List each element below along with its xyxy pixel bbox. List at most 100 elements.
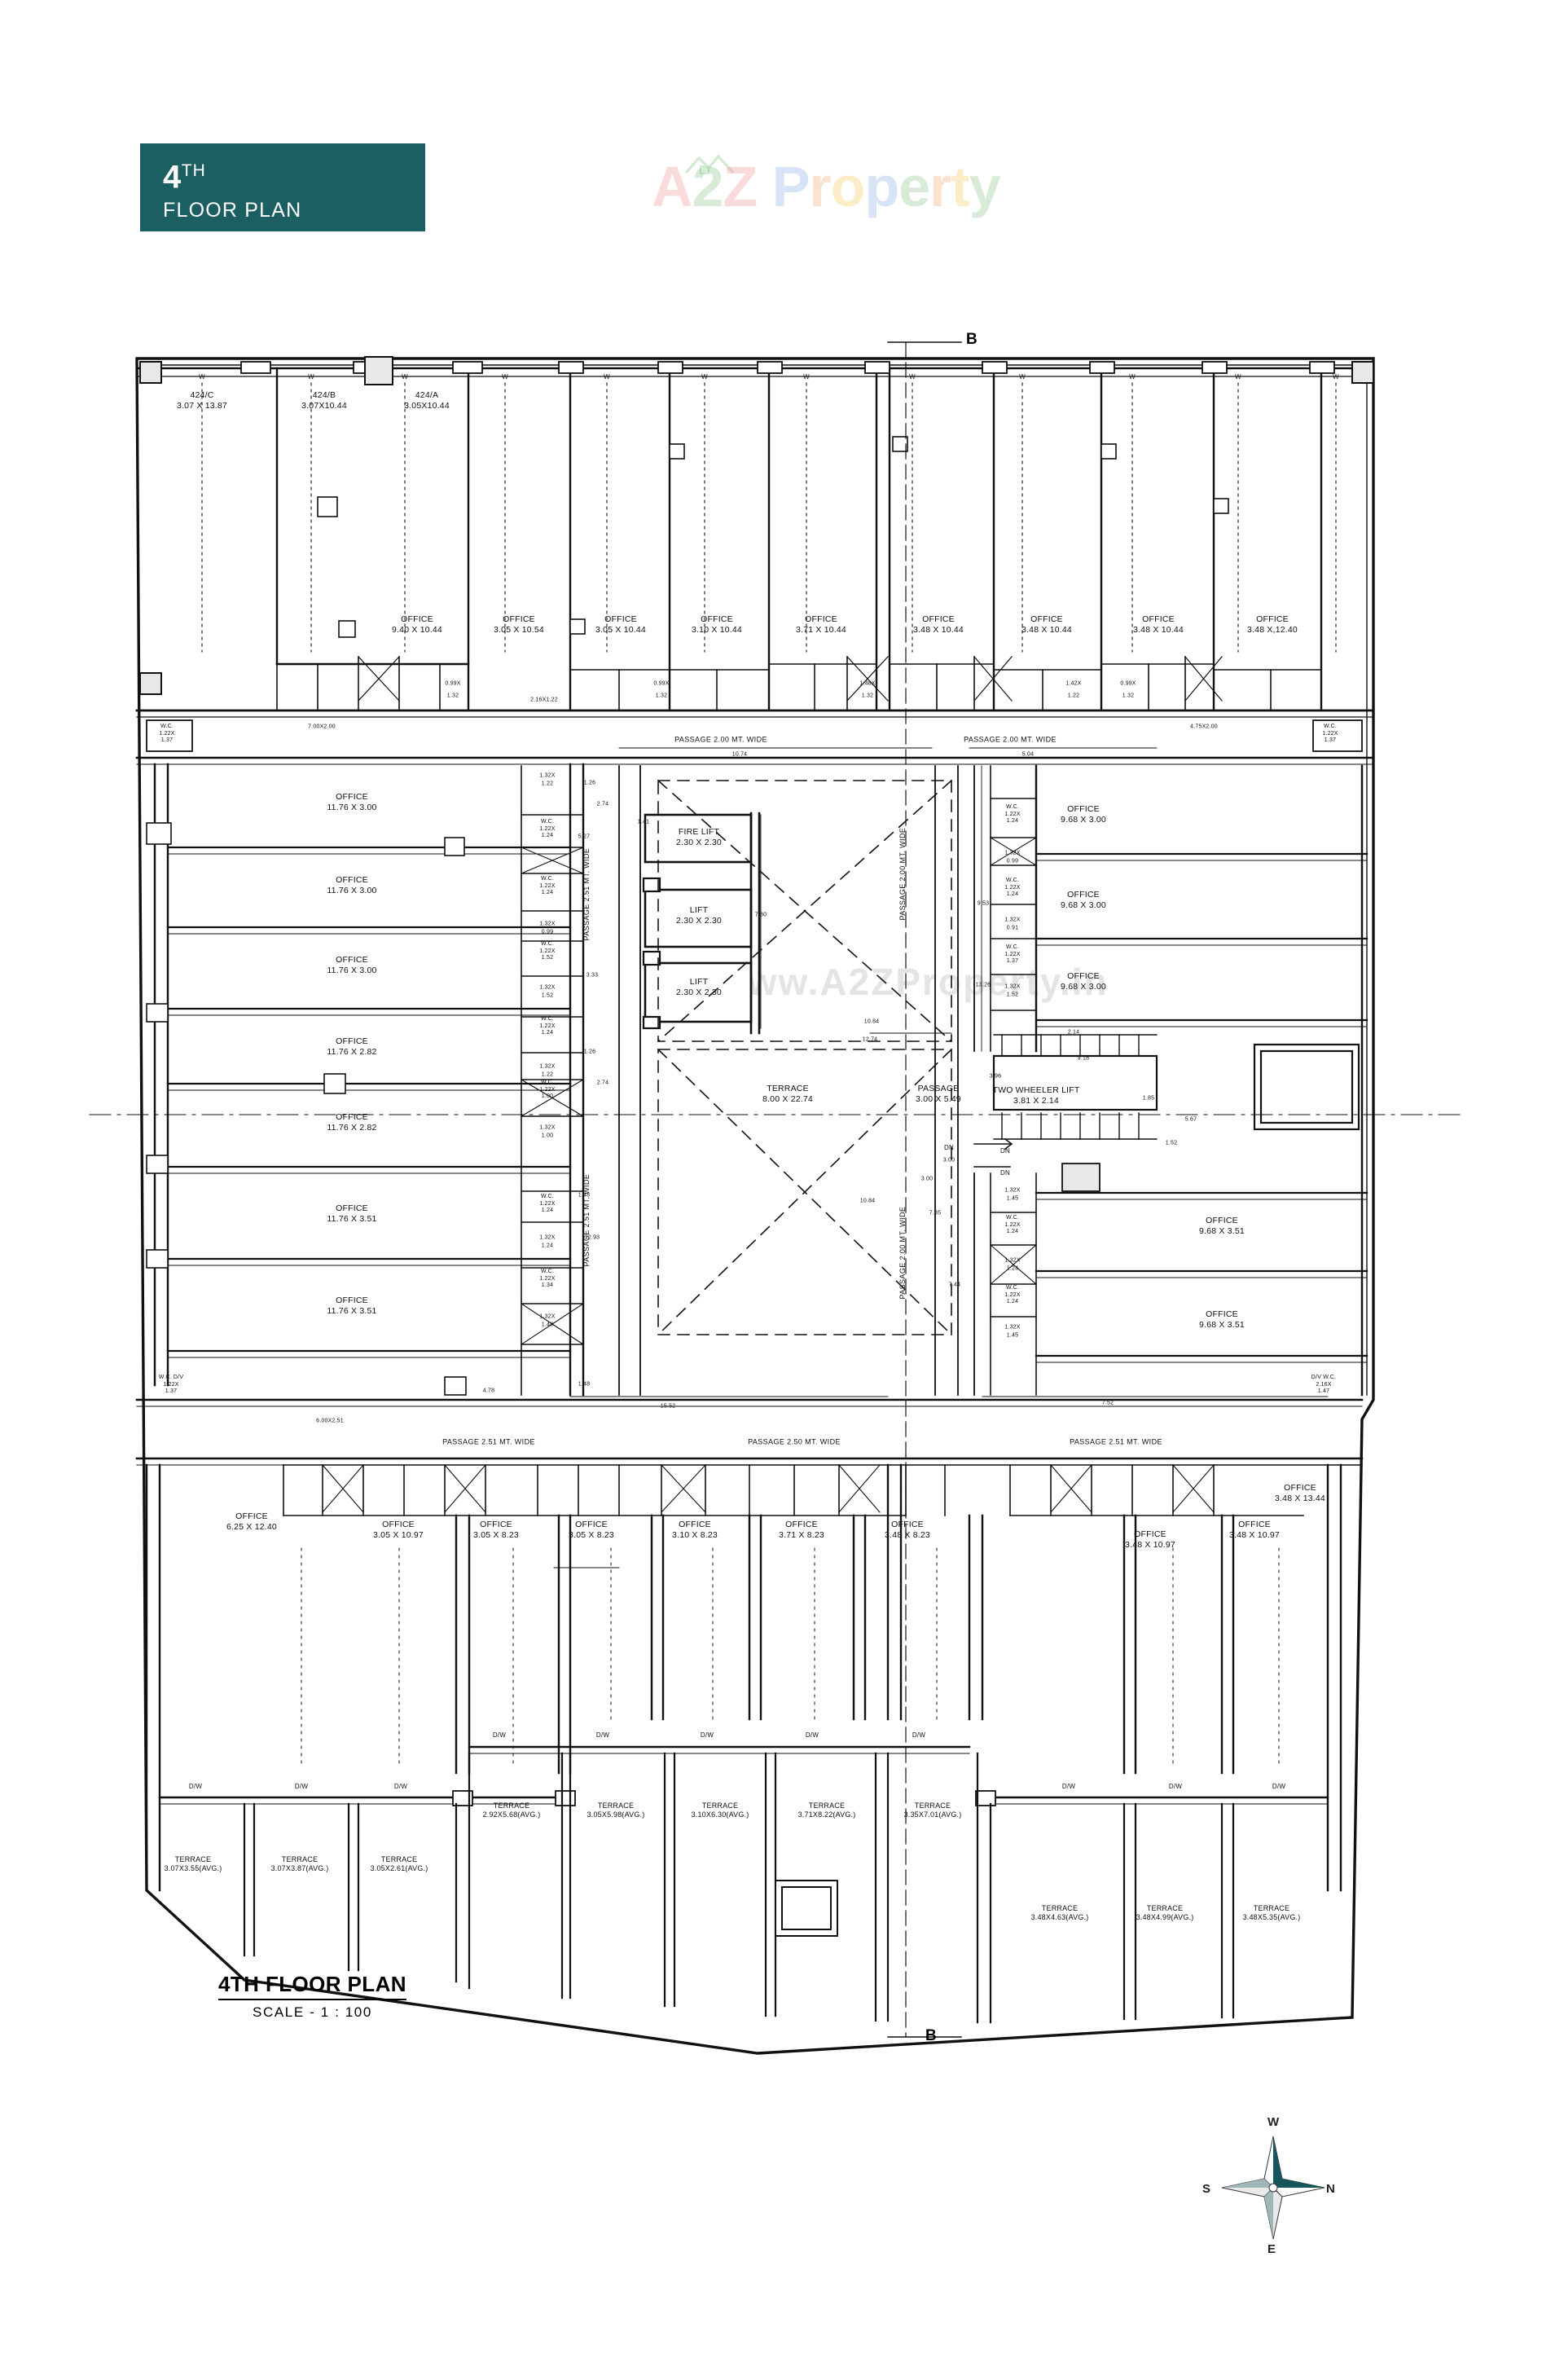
- dimension-text-42: 1.22: [1067, 693, 1080, 699]
- dimension-text-26: 5.67: [1184, 1116, 1197, 1123]
- dimension-text-29: 7.44: [948, 1282, 961, 1288]
- dimension-text-23: 3.96: [989, 1073, 1002, 1080]
- dimension-text-69: 1.32X: [1004, 1324, 1021, 1331]
- dimension-text-8: 9.53: [977, 900, 990, 907]
- watermark-letter-6: o: [830, 155, 866, 218]
- passage-label-5: PASSAGE 2.00 MT. WIDE: [898, 1206, 907, 1300]
- dw-label-3: D/W: [492, 1731, 507, 1740]
- dimension-text-2: 10.74: [731, 751, 748, 758]
- watermark-letter-7: p: [864, 155, 899, 218]
- compass-rose: W N E S: [1202, 2115, 1342, 2257]
- plan-title: 4TH FLOOR PLAN: [218, 1972, 406, 2000]
- dimension-text-36: 1.32: [446, 693, 459, 699]
- window-label-10: W: [1235, 373, 1241, 381]
- compass-label-east: E: [1267, 2242, 1276, 2256]
- dimension-text-57: 1.32X: [539, 1313, 556, 1320]
- window-label-5: W: [701, 373, 708, 381]
- dw-label-10: D/W: [1272, 1783, 1286, 1791]
- dw-label-2: D/W: [393, 1783, 408, 1791]
- dimension-text-50: 1.52: [541, 992, 554, 999]
- dimension-text-43: 0.99X: [1120, 680, 1136, 687]
- dimension-text-10: 2.74: [596, 801, 609, 807]
- dn-label-1: DN: [1000, 1147, 1010, 1155]
- dimension-text-59: 1.32X: [1004, 850, 1021, 856]
- dimension-text-45: 1.32X: [539, 772, 556, 779]
- dimension-text-19: 4.78: [482, 1388, 495, 1394]
- dimension-text-53: 1.32X: [539, 1124, 556, 1131]
- dimension-text-6: 12.74: [862, 1036, 878, 1043]
- window-label-11: W: [1333, 373, 1339, 381]
- dimension-text-47: 1.32X: [539, 921, 556, 927]
- dw-label-7: D/W: [912, 1731, 926, 1740]
- dw-label-6: D/W: [805, 1731, 819, 1740]
- section-marker-b-bottom: B: [925, 2027, 937, 2044]
- dimension-text-15: 3.33: [586, 972, 599, 979]
- dimension-text-18: 1.48: [578, 1381, 591, 1388]
- dimension-text-4: 5.27: [578, 834, 591, 840]
- dimension-text-32: 3.00: [920, 1176, 934, 1182]
- dimension-text-20: 15.52: [660, 1403, 676, 1410]
- dimension-text-21: 7.52: [1101, 1400, 1114, 1406]
- compass-icon: [1221, 2136, 1325, 2240]
- dimension-text-33: 10.84: [859, 1198, 876, 1204]
- dimension-text-56: 1.24: [541, 1243, 554, 1249]
- dimension-text-48: 0.99: [541, 929, 554, 935]
- passage-label-4: PASSAGE 2.51 MT. WIDE: [582, 1173, 591, 1267]
- dw-label-4: D/W: [595, 1731, 610, 1740]
- window-label-6: W: [803, 373, 810, 381]
- watermark-letter-0: A: [652, 155, 693, 218]
- dimension-text-61: 1.32X: [1004, 917, 1021, 923]
- watermark-letter-4: P: [771, 155, 811, 218]
- dimension-text-28: 7.85: [929, 1210, 942, 1216]
- dw-label-8: D/W: [1061, 1783, 1076, 1791]
- window-label-0: W: [199, 373, 205, 381]
- dimension-text-46: 1.22: [541, 781, 554, 787]
- watermark-letter-8: e: [898, 155, 930, 218]
- section-marker-b-top: B: [966, 331, 978, 348]
- dimension-text-11: 2.74: [596, 1080, 609, 1086]
- passage-label-0: PASSAGE 2.00 MT. WIDE: [674, 735, 767, 744]
- dimension-text-14: 1.41: [637, 819, 650, 825]
- dimension-text-49: 1.32X: [539, 984, 556, 991]
- site-url-watermark: www.A2ZProperty.in: [717, 961, 1109, 1003]
- dimension-text-44: 1.32: [1122, 693, 1135, 699]
- dimension-text-38: 1.32: [655, 693, 668, 699]
- dimension-text-30: 3.00: [942, 1157, 956, 1164]
- compass-label-north: N: [1326, 2182, 1335, 2196]
- dimension-text-16: 12.93: [584, 1234, 600, 1241]
- window-label-7: W: [909, 373, 916, 381]
